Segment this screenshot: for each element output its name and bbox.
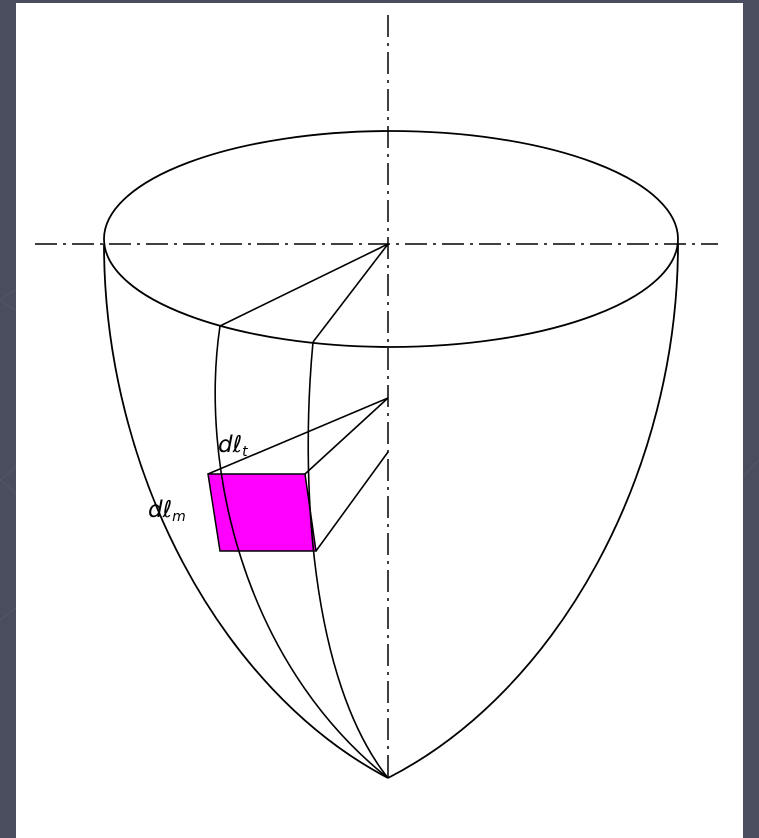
radial-line-top-2: [312, 243, 389, 343]
outer-right-profile: [387, 243, 679, 779]
diagram-canvas: [16, 3, 743, 838]
radial-line-element-3: [315, 451, 389, 552]
surface-element-patch: [207, 473, 317, 552]
radial-line-top-1: [219, 243, 389, 327]
meridian-line-1: [214, 325, 389, 779]
meridian-line-2: [307, 341, 389, 779]
outer-left-profile: [103, 243, 389, 779]
label-dl-m: dℓm: [148, 497, 186, 525]
label-dl-t: dℓt: [218, 432, 248, 460]
top-ellipse: [103, 130, 679, 348]
radial-line-element-2: [304, 397, 389, 475]
radial-line-element-1: [207, 397, 389, 475]
